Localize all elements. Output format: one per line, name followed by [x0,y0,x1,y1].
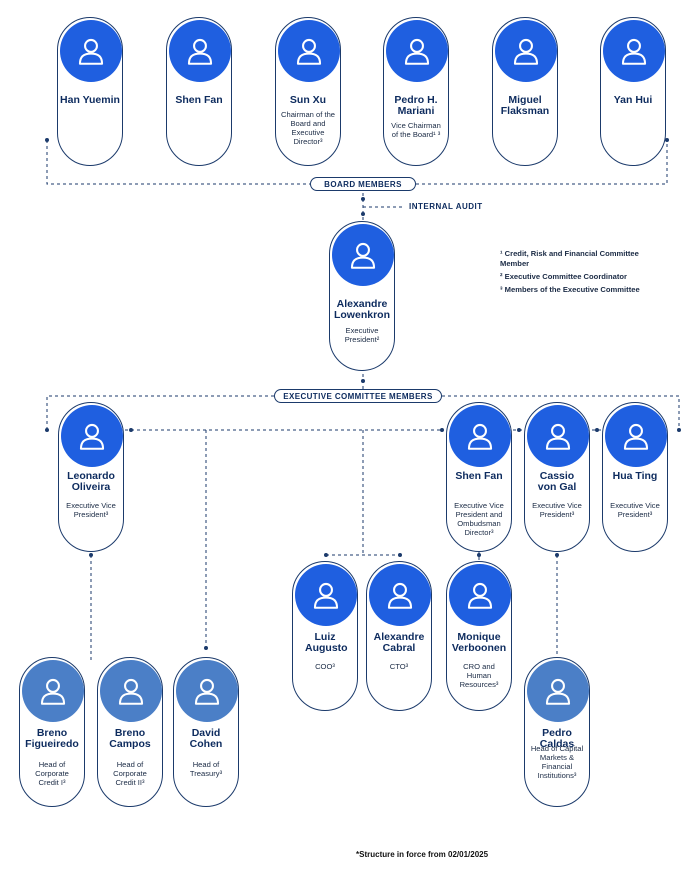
president-card: Alexandre Lowenkron Executive President² [329,221,395,371]
person-icon [60,20,122,82]
person-icon [176,660,238,722]
head-title: Head of Corporate Credit II³ [113,760,147,787]
note-item: ³ Members of the Executive Committee [500,285,640,294]
executive-name: Shen Fan [455,470,503,482]
head-name: David Cohen [189,727,223,750]
executive-card: Leonardo Oliveira Executive Vice Preside… [58,402,124,552]
board-members-label: BOARD MEMBERS [310,177,416,191]
person-icon [495,20,557,82]
member-title: Chairman of the Board and Executive Dire… [280,110,336,146]
footnote: *Structure in force from 02/01/2025 [356,850,489,859]
officer-title: CRO and Human Resources³ [459,662,499,689]
head-card: Breno Figueiredo Head of Corporate Credi… [19,657,85,807]
person-icon [22,660,84,722]
person-icon [386,20,448,82]
executive-title: Executive Vice President³ [610,501,660,519]
officer-card: Alexandre Cabral CTO³ [366,561,432,711]
executive-committee-label: EXECUTIVE COMMITTEE MEMBERS [274,389,442,403]
member-name: Han Yuemin [60,94,120,106]
head-name: Pedro Caldas [539,727,575,750]
officer-card: Monique Verboonen CRO and Human Resource… [446,561,512,711]
executive-title: Executive Vice President³ [66,501,116,519]
board-member-card: Miguel Flaksman [492,17,558,166]
committee-notes: ¹ Credit, Risk and Financial Committee M… [500,249,650,298]
executive-card: Cassio von Gal Executive Vice President³ [524,402,590,552]
head-title: Head of Treasury³ [189,760,223,778]
officer-name: Monique Verboonen [451,631,507,654]
executive-card: Hua Ting Executive Vice President³ [602,402,668,552]
head-card: Breno Campos Head of Corporate Credit II… [97,657,163,807]
member-name: Sun Xu [289,94,327,106]
board-member-card: Yan Hui [600,17,666,166]
officer-title: COO³ [315,662,335,671]
person-icon [449,564,511,626]
person-icon [605,405,667,467]
president-title: Executive President² [344,326,380,344]
internal-audit-label: INTERNAL AUDIT [409,202,483,211]
person-icon [61,405,123,467]
person-icon [169,20,231,82]
note-item: ² Executive Committee Coordinator [500,272,628,281]
person-icon [332,224,394,286]
person-icon [527,660,589,722]
officer-name: Luiz Augusto [305,631,348,654]
person-icon [449,405,511,467]
executive-name: Hua Ting [612,470,658,482]
board-member-card: Han Yuemin [57,17,123,166]
executive-title: Executive Vice President and Ombudsman D… [454,501,504,537]
person-icon [278,20,340,82]
member-name: Miguel Flaksman [500,94,550,117]
note-item: ¹ Credit, Risk and Financial Committee M… [500,249,639,268]
head-title: Head of Corporate Credit I³ [35,760,69,787]
executive-name: Leonardo Oliveira [67,470,115,493]
member-name: Yan Hui [613,94,653,106]
member-title: Vice Chairman of the Board¹ ³ [391,121,441,139]
officer-card: Luiz Augusto COO³ [292,561,358,711]
head-name: Breno Figueiredo [25,727,79,750]
board-member-card: Sun Xu Chairman of the Board and Executi… [275,17,341,166]
person-icon [527,405,589,467]
board-member-card: Pedro H. Mariani Vice Chairman of the Bo… [383,17,449,166]
member-name: Pedro H. Mariani [394,94,438,117]
executive-card: Shen Fan Executive Vice President and Om… [446,402,512,552]
person-icon [100,660,162,722]
person-icon [369,564,431,626]
head-name: Breno Campos [109,727,151,750]
executive-name: Cassio von Gal [537,470,577,493]
president-name: Alexandre Lowenkron [333,298,390,321]
board-member-card: Shen Fan [166,17,232,166]
person-icon [295,564,357,626]
member-name: Shen Fan [175,94,223,106]
head-title: Head of Capital Markets & Financial Inst… [530,744,584,780]
person-icon [603,20,665,82]
head-card: Pedro Caldas Head of Capital Markets & F… [524,657,590,807]
head-card: David Cohen Head of Treasury³ [173,657,239,807]
officer-name: Alexandre Cabral [373,631,425,654]
officer-title: CTO³ [389,662,409,671]
executive-title: Executive Vice President³ [532,501,582,519]
